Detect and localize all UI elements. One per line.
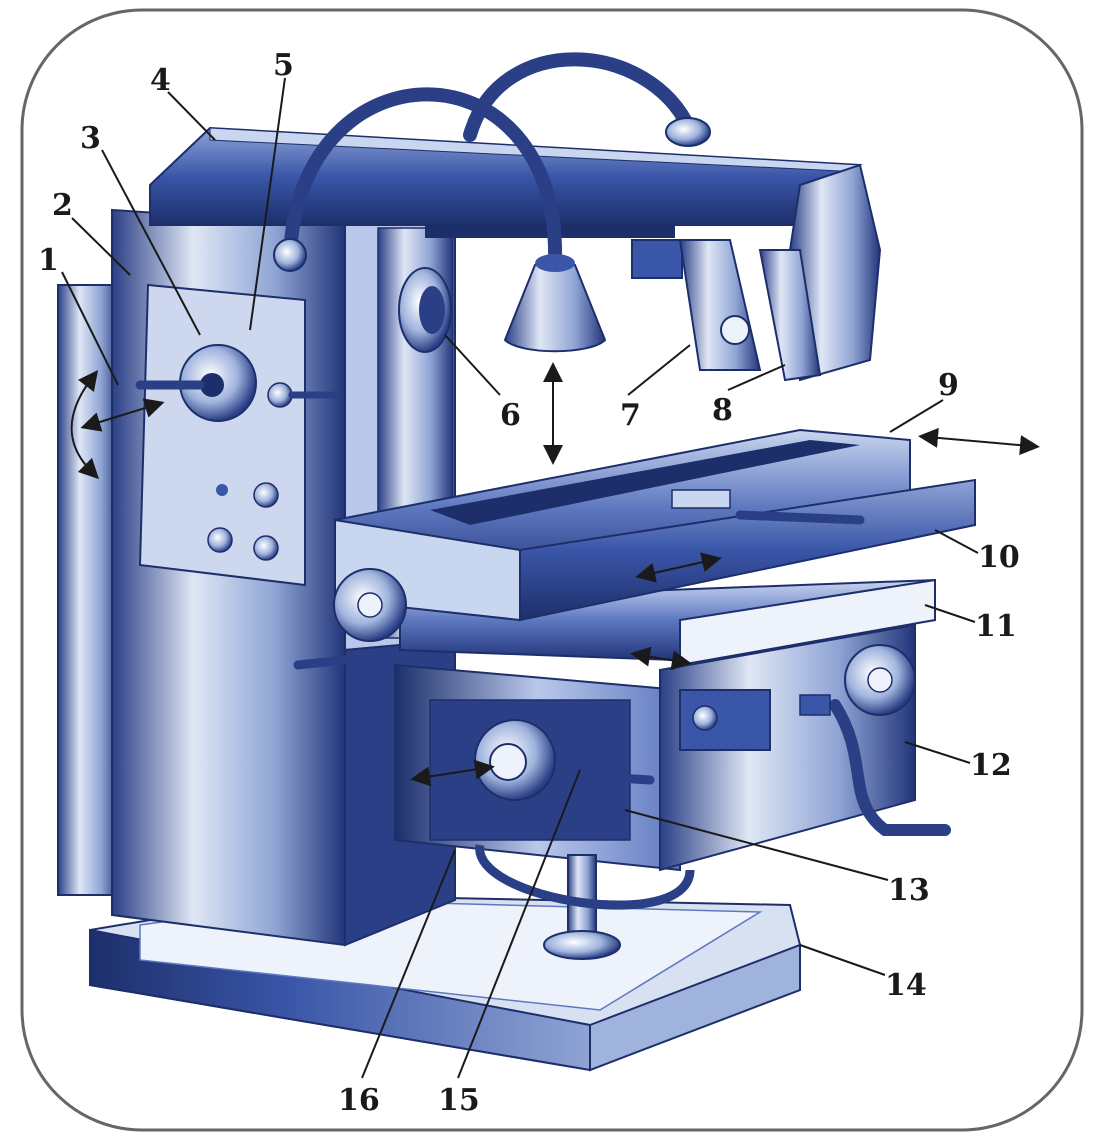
callout-14: 14 [885,968,927,1003]
callout-11: 11 [975,609,1017,644]
callout-2: 2 [52,188,73,223]
callout-1: 1 [38,243,59,278]
elevating-screw [475,844,695,960]
leader-lines [61,77,979,1079]
callout-13: 13 [888,873,930,908]
callout-8: 8 [712,393,733,428]
control-panel [135,283,339,587]
rear-column [57,284,121,896]
lamp-arm [283,52,697,267]
callout-16: 16 [338,1083,380,1118]
callout-labels: 1 2 3 4 5 6 7 8 9 10 11 12 13 14 15 16 [38,48,1020,1118]
callout-9: 9 [938,368,959,403]
callout-5: 5 [273,48,294,83]
callout-6: 6 [500,398,521,433]
callout-4: 4 [150,63,171,98]
callout-7: 7 [620,398,641,433]
arbor-supports [631,239,822,382]
motion-arrows [70,362,1040,787]
callout-12: 12 [970,748,1012,783]
callout-3: 3 [80,121,101,156]
callout-15: 15 [438,1083,480,1118]
callout-10: 10 [978,540,1020,575]
table [293,428,976,751]
lamp-shade [503,264,607,353]
